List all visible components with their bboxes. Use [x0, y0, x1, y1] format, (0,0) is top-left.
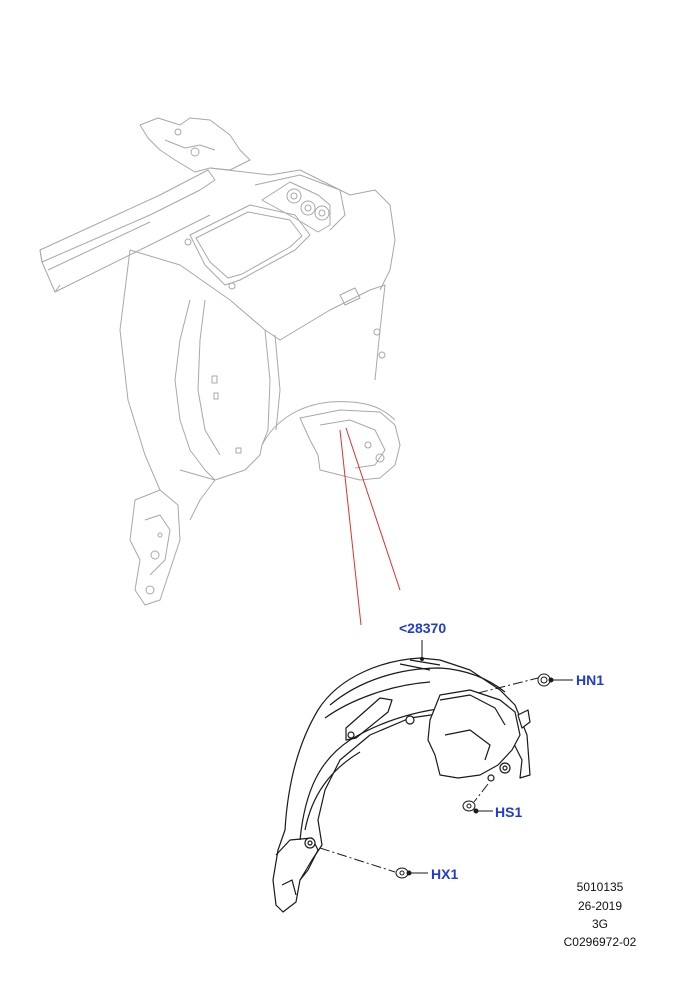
callout-main-part[interactable]: <28370 — [399, 620, 447, 636]
vehicle-body-side — [39, 117, 401, 606]
fastener-axis-lines — [319, 677, 539, 873]
doc-number: 5010135 — [576, 880, 624, 894]
leader-lines — [339, 427, 401, 626]
wheel-arch-liner[interactable] — [272, 657, 531, 913]
callout-hx1[interactable]: HX1 — [431, 866, 459, 882]
leader-line-right — [345, 427, 401, 591]
main-callout-dot — [420, 657, 424, 661]
doc-date-code: 26-2019 — [577, 899, 623, 913]
leader-line-left — [339, 429, 362, 626]
screw-fastener-low[interactable] — [395, 867, 428, 879]
callout-hn1[interactable]: HN1 — [576, 672, 605, 688]
callout-hs1[interactable]: HS1 — [495, 804, 523, 820]
screw-fastener-mid[interactable] — [462, 800, 493, 814]
doc-illustration-id: C0296972-02 — [563, 935, 637, 949]
doc-variant: 3G — [591, 917, 608, 931]
nut-fastener[interactable] — [537, 673, 573, 687]
